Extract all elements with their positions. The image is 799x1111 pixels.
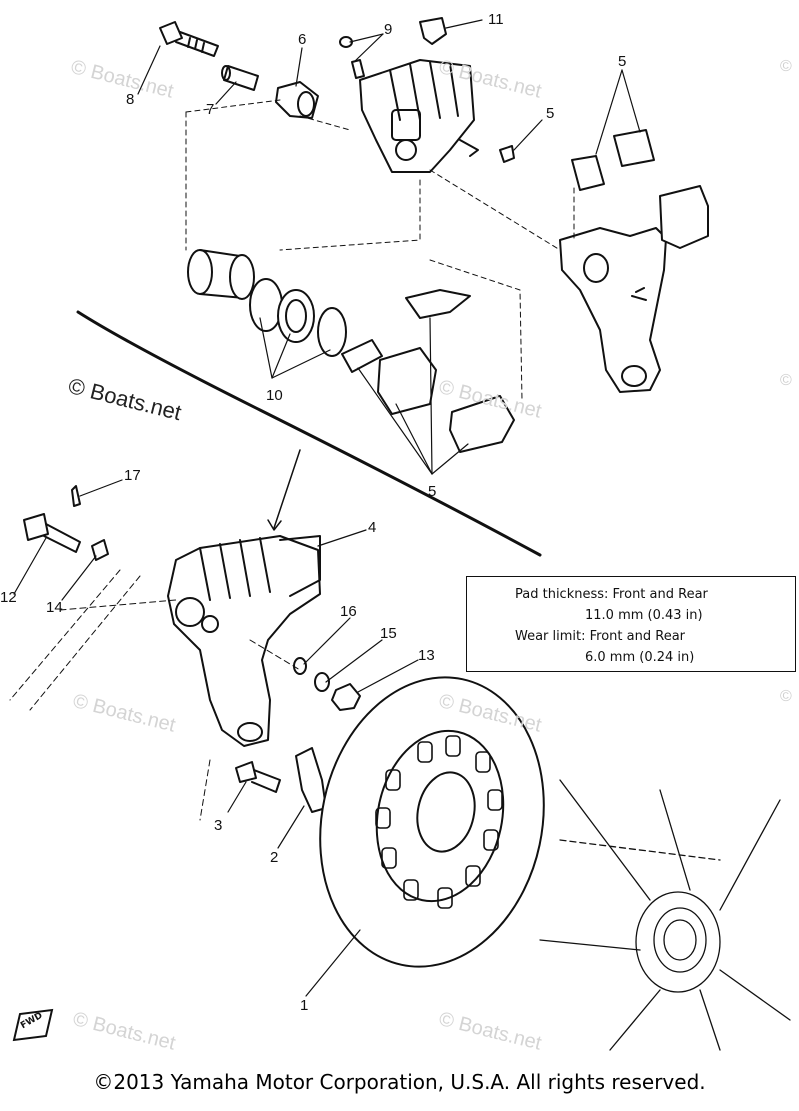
part-10-seal-b xyxy=(277,289,315,343)
part-10-piston xyxy=(187,249,255,300)
callout-11: 11 xyxy=(488,11,504,28)
copyright-notice: ©2013 Yamaha Motor Corporation, U.S.A. A… xyxy=(93,1070,706,1094)
callout-13: 13 xyxy=(418,647,435,664)
spec-wear-limit-label: Wear limit: Front and Rear xyxy=(515,629,686,644)
part-13-nut xyxy=(331,683,361,711)
spec-pad-thickness-label: Pad thickness: Front and Rear xyxy=(515,587,708,602)
callout-2: 2 xyxy=(270,849,279,866)
callout-5c: 5 xyxy=(428,483,437,500)
lower-caliper xyxy=(167,535,321,747)
callout-3: 3 xyxy=(214,817,223,834)
callout-4: 4 xyxy=(368,519,377,536)
callout-6: 6 xyxy=(298,31,307,48)
callout-5a: 5 xyxy=(546,105,555,122)
callout-10: 10 xyxy=(266,387,283,404)
watermark-edge-3: © xyxy=(780,688,792,705)
callout-14: 14 xyxy=(46,599,63,616)
right-bracket xyxy=(559,185,709,393)
part-7-sleeve xyxy=(221,65,259,91)
part-15-washer xyxy=(314,672,330,692)
pointer-arrow xyxy=(273,449,301,529)
part-1-brake-disc xyxy=(319,676,545,968)
part-2-lock-plate xyxy=(295,747,327,813)
part-10-seal-a xyxy=(249,278,283,332)
part-9-bleeder xyxy=(339,36,365,79)
callout-16: 16 xyxy=(340,603,357,620)
spec-wear-limit-value: 6.0 mm (0.24 in) xyxy=(585,650,695,665)
part-5-bolt xyxy=(499,145,515,163)
swing-arm xyxy=(9,569,301,821)
callout-8: 8 xyxy=(126,91,135,108)
callout-17: 17 xyxy=(124,467,141,484)
part-14-pin xyxy=(91,539,109,561)
part-12-bolt xyxy=(23,513,81,553)
callout-1: 1 xyxy=(300,997,309,1014)
watermark-edge-1: © xyxy=(780,58,792,75)
part-8-bolt xyxy=(159,21,219,57)
part-6-boot xyxy=(275,81,319,119)
part-17-clip xyxy=(71,485,81,507)
part-3-bolt xyxy=(235,761,281,793)
part-10-ring xyxy=(317,307,347,357)
part-5-shims-top xyxy=(571,129,655,191)
spec-box: Pad thickness: Front and Rear 11.0 mm (0… xyxy=(466,576,796,672)
brake-caliper-diagram xyxy=(9,17,791,1051)
spec-pad-thickness-value: 11.0 mm (0.43 in) xyxy=(585,608,703,623)
callout-7: 7 xyxy=(206,101,215,118)
callout-12: 12 xyxy=(0,589,17,606)
guide-lines-upper xyxy=(185,99,575,401)
fwd-arrow-icon xyxy=(12,1008,54,1042)
watermark-edge-2: © xyxy=(780,372,792,389)
part-11-clip xyxy=(419,17,447,45)
leader-lines xyxy=(13,19,641,997)
upper-caliper xyxy=(359,59,479,173)
callout-9: 9 xyxy=(384,21,393,38)
separator-curve xyxy=(76,310,542,557)
part-5-pads xyxy=(341,289,515,453)
wheel-hub xyxy=(539,779,791,1051)
callout-5b: 5 xyxy=(618,53,627,70)
part-16-washer xyxy=(293,657,307,675)
callout-15: 15 xyxy=(380,625,397,642)
